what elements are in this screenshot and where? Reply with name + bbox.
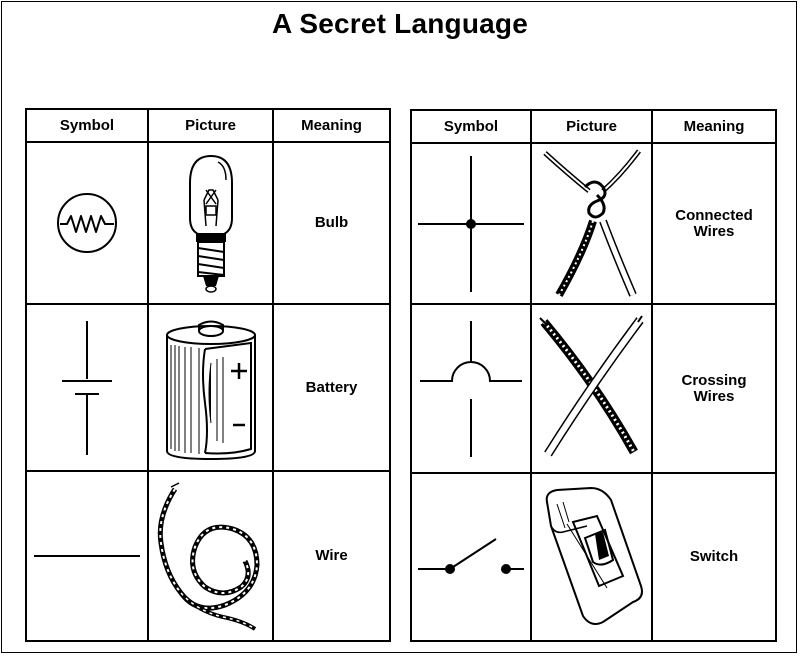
picture-cell bbox=[147, 470, 274, 642]
light-bulb-icon bbox=[188, 154, 233, 293]
picture-cell bbox=[147, 303, 274, 472]
meaning-label: Battery bbox=[305, 378, 358, 396]
switch-symbol-icon bbox=[418, 538, 524, 574]
meaning-cell: Crossing Wires bbox=[651, 303, 777, 474]
header-meaning: Meaning bbox=[651, 109, 777, 144]
symbol-cell bbox=[25, 303, 149, 472]
symbol-table-right: Symbol Picture Meaning bbox=[410, 109, 777, 642]
table-row: Battery bbox=[25, 303, 391, 472]
meaning-cell: Wire bbox=[272, 470, 391, 642]
meaning-label: Bulb bbox=[314, 214, 349, 231]
meaning-cell: Bulb bbox=[272, 141, 391, 305]
header-meaning: Meaning bbox=[272, 108, 391, 143]
picture-cell bbox=[530, 472, 653, 642]
symbol-cell bbox=[25, 470, 149, 642]
connected-wires-symbol-icon bbox=[418, 155, 524, 292]
table-row: Wire bbox=[25, 470, 391, 642]
table-header-row: Symbol Picture Meaning bbox=[410, 109, 777, 144]
meaning-cell: Battery bbox=[272, 303, 391, 472]
coiled-wire-icon bbox=[157, 482, 260, 631]
resistor-symbol-icon bbox=[57, 193, 117, 253]
page-title: A Secret Language bbox=[272, 8, 528, 39]
symbol-cell bbox=[410, 303, 532, 474]
header-picture: Picture bbox=[530, 109, 653, 144]
battery-cell-icon bbox=[165, 320, 256, 460]
header-symbol: Symbol bbox=[25, 108, 149, 143]
toggle-switch-icon bbox=[545, 486, 643, 625]
meaning-label: Crossing Wires bbox=[681, 371, 747, 405]
table-row: Crossing Wires bbox=[410, 303, 777, 474]
crossed-wires-icon bbox=[538, 314, 644, 456]
table-header-row: Symbol Picture Meaning bbox=[25, 108, 391, 143]
meaning-label: Wire bbox=[315, 547, 348, 564]
picture-cell bbox=[147, 141, 274, 305]
symbol-cell bbox=[410, 472, 532, 642]
symbol-cell bbox=[25, 141, 149, 305]
symbol-table-left: Symbol Picture Meaning bbox=[25, 108, 391, 642]
wire-symbol-icon bbox=[34, 555, 140, 557]
table-row: Switch bbox=[410, 472, 777, 642]
header-picture: Picture bbox=[147, 108, 274, 143]
symbol-cell bbox=[410, 142, 532, 305]
meaning-label: Switch bbox=[689, 548, 739, 565]
header-symbol: Symbol bbox=[410, 109, 532, 144]
meaning-cell: Connected Wires bbox=[651, 142, 777, 305]
meaning-label: Connected Wires bbox=[675, 206, 753, 240]
picture-cell bbox=[530, 303, 653, 474]
table-row: Bulb bbox=[25, 141, 391, 305]
picture-cell bbox=[530, 142, 653, 305]
twisted-wires-icon bbox=[542, 148, 641, 297]
battery-symbol-icon bbox=[62, 320, 112, 455]
crossing-wires-symbol-icon bbox=[420, 320, 522, 457]
meaning-cell: Switch bbox=[651, 472, 777, 642]
table-row: Connected Wires bbox=[410, 142, 777, 305]
